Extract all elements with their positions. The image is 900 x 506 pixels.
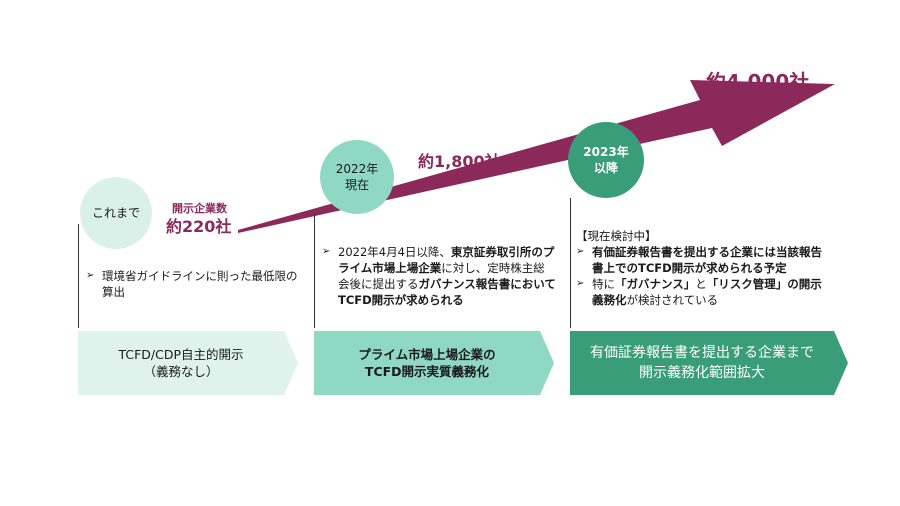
d3-bold-1: 有価証券報告書を提出する企業には当該報告書上でのTCFD開示が求められる予定 xyxy=(592,245,822,275)
description-past: 環境省ガイドラインに則った最低限の算出 xyxy=(86,268,304,300)
d2-bold-2: ガバナンス報告書においてTCFD開示が求められる xyxy=(338,277,556,307)
d3-text-2: と xyxy=(695,277,707,291)
milestone-2022: 2022年 現在 xyxy=(320,140,394,214)
count-second: 約1,800社 xyxy=(418,152,501,171)
stage-prime-market: プライム市場上場企業の TCFD開示実質義務化 xyxy=(314,331,554,395)
description-2022: 2022年4月4日以降、東京証券取引所のプライム市場上場企業に対し、定時株主総会… xyxy=(322,244,556,308)
divider-line-2 xyxy=(314,214,315,328)
description-past-item: 環境省ガイドラインに則った最低限の算出 xyxy=(86,268,304,300)
stage-voluntary: TCFD/CDP自主的開示 （義務なし） xyxy=(78,331,298,395)
d3-text-3: が検討されている xyxy=(626,293,719,307)
description-2023: 【現在検討中】 有価証券報告書を提出する企業には当該報告書上でのTCFD開示が求… xyxy=(576,228,822,308)
divider-line-3 xyxy=(570,198,571,328)
description-2023-item-1: 有価証券報告書を提出する企業には当該報告書上でのTCFD開示が求められる予定 xyxy=(576,244,822,276)
description-2023-header: 【現在検討中】 xyxy=(576,229,657,243)
count-first-label: 開示企業数 xyxy=(172,202,227,215)
description-2022-item: 2022年4月4日以降、東京証券取引所のプライム市場上場企業に対し、定時株主総会… xyxy=(322,244,556,308)
d2-text-2: に対し、定時株主総会後に提出する xyxy=(338,261,545,291)
description-2023-item-2: 特に「ガバナンス」と「リスク管理」の開示義務化が検討されている xyxy=(576,276,822,308)
d3-text-1: 特に xyxy=(592,277,615,291)
d3-bold-2: 「ガバナンス」 xyxy=(615,277,696,291)
milestone-past: これまで xyxy=(80,177,152,249)
count-first: 約220社 xyxy=(166,217,232,236)
d2-bold-1: 東京証券取引所のプライム市場上場企業 xyxy=(338,245,555,275)
d2-text-1: 2022年4月4日以降、 xyxy=(338,245,451,259)
count-third: 約4,000社 xyxy=(706,70,810,94)
d3-bold-3: 「リスク管理」の開示義務化 xyxy=(592,277,822,307)
divider-line-1 xyxy=(78,224,79,328)
stage-securities-report: 有価証券報告書を提出する企業まで 開示義務化範囲拡大 xyxy=(570,331,848,395)
milestone-2023: 2023年 以降 xyxy=(568,122,644,198)
